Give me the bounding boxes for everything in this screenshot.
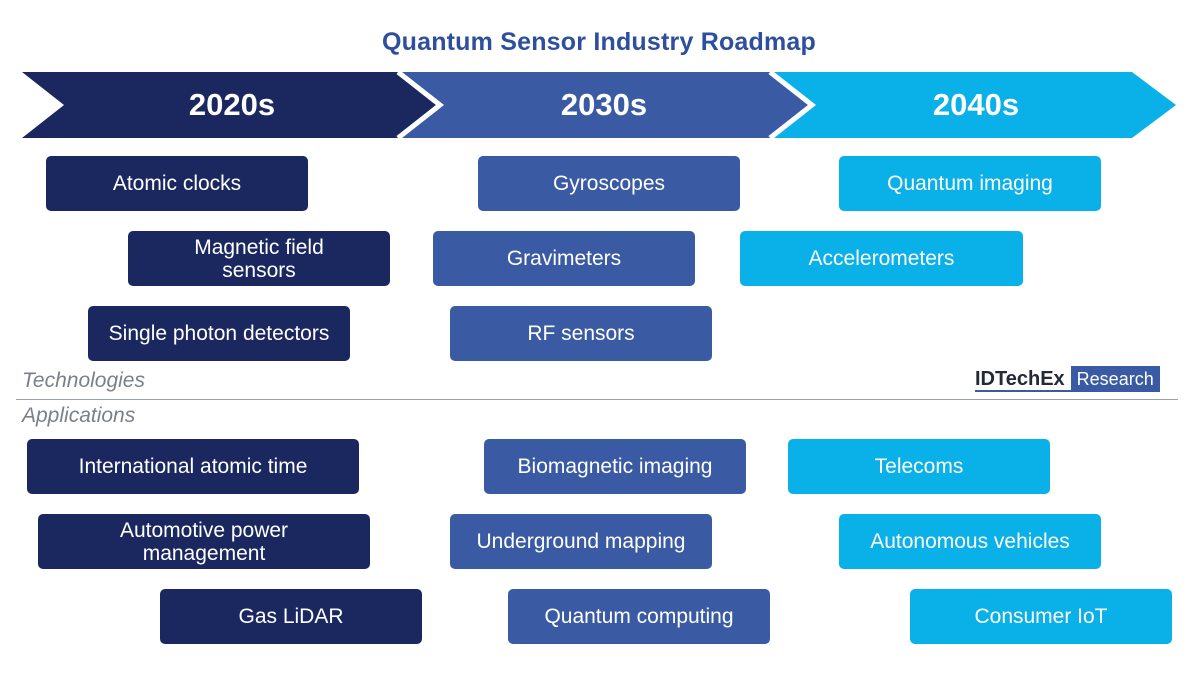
app-box: Biomagnetic imaging [484, 439, 746, 494]
tech-box: RF sensors [450, 306, 712, 361]
era-label-2020s: 2020s [188, 87, 276, 122]
app-box: Automotive power management [38, 514, 370, 569]
era-label-2040s: 2040s [932, 87, 1020, 122]
technologies-label: Technologies [22, 369, 145, 392]
tech-box: Single photon detectors [88, 306, 350, 361]
tech-box: Magnetic field sensors [128, 231, 390, 286]
tech-box: Gravimeters [433, 231, 695, 286]
era-chevron-2040s [770, 72, 1176, 138]
app-box: Autonomous vehicles [839, 514, 1101, 569]
tech-box: Accelerometers [740, 231, 1023, 286]
app-box: Gas LiDAR [160, 589, 422, 644]
era-chevron-2020s [22, 72, 440, 138]
timeline-chevrons [22, 72, 1176, 138]
app-box: Underground mapping [450, 514, 712, 569]
brand-tag: Research [1070, 366, 1160, 392]
tech-box: Atomic clocks [46, 156, 308, 211]
brand-name: IDTechEx [975, 366, 1071, 392]
section-divider [16, 399, 1178, 400]
roadmap-title: Quantum Sensor Industry Roadmap [381, 28, 817, 56]
applications-label: Applications [22, 404, 136, 427]
app-box: Consumer IoT [910, 589, 1172, 644]
tech-box: Gyroscopes [478, 156, 740, 211]
app-box: Quantum computing [508, 589, 770, 644]
era-chevron-2030s [398, 72, 812, 138]
idtechex-logo: IDTechEx Research [975, 366, 1160, 392]
app-box: International atomic time [27, 439, 359, 494]
app-box: Telecoms [788, 439, 1050, 494]
era-label-2030s: 2030s [560, 87, 648, 122]
tech-box: Quantum imaging [839, 156, 1101, 211]
